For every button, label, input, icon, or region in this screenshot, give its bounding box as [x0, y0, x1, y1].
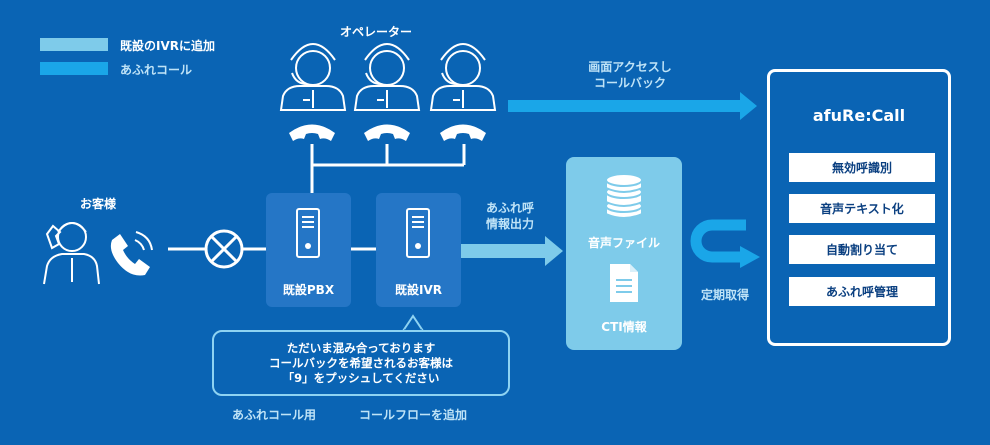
handset-icon [364, 124, 410, 141]
operator-icon [279, 43, 347, 111]
bubble-line: 「9」をプッシュしてください [282, 370, 440, 385]
cti-info-label: CTI情報 [601, 320, 647, 334]
periodic-fetch-label: 定期取得 [700, 288, 749, 302]
footer-caption-right: コールフローを追加 [359, 408, 468, 422]
ivr-label: 既設IVR [395, 283, 442, 297]
feature-speech-to-text: 音声テキスト化 [789, 194, 935, 223]
files-box: 音声ファイル CTI情報 [566, 157, 682, 350]
blocked-circle-icon [204, 229, 244, 269]
screen-access-label: 画面アクセスし コールバック [588, 60, 672, 90]
server-icon [296, 208, 320, 258]
customer-title: お客様 [80, 197, 117, 211]
bubble-pointer [401, 314, 425, 332]
operator-icon [353, 43, 421, 111]
pbx-label: 既設PBX [282, 283, 335, 297]
customer-icon [43, 222, 100, 285]
ivr-box: 既設IVR [376, 193, 461, 307]
bubble-line: ただいま混み合っております [286, 340, 436, 355]
pbx-box: 既設PBX [266, 193, 351, 307]
legend-label-overflow: あふれコール [120, 63, 193, 77]
legend-swatch-overflow [40, 62, 108, 75]
legend-label-ivr: 既設のIVRに追加 [120, 39, 215, 53]
audio-file-label: 音声ファイル [587, 236, 660, 250]
feature-overflow-manage: あふれ呼管理 [789, 277, 935, 306]
handset-icon [440, 124, 486, 141]
server-icon [406, 208, 430, 258]
app-title: afuRe:Call [812, 106, 906, 125]
document-icon [610, 264, 638, 302]
screen-access-arrow [508, 92, 757, 120]
bubble-line: コールバックを希望されるお客様は [269, 355, 453, 370]
feature-invalid-call: 無効呼識別 [789, 153, 935, 182]
ivr-message-bubble: ただいま混み合っております コールバックを希望されるお客様は 「9」をプッシュし… [212, 330, 510, 396]
overflow-output-arrow [459, 236, 563, 266]
legend-swatch-ivr [40, 38, 108, 51]
periodic-fetch-arrow [690, 219, 760, 268]
operators-title: オペレーター [340, 25, 413, 39]
footer-caption-left: あふれコール用 [232, 408, 317, 422]
operator-icon [429, 43, 497, 111]
database-icon [605, 173, 643, 219]
overflow-output-label: あふれ呼 情報出力 [485, 201, 534, 231]
ringing-phone-icon [110, 231, 153, 276]
handset-icon [289, 124, 335, 141]
feature-auto-assign: 自動割り当て [789, 235, 935, 264]
afurecall-app-box: afuRe:Call 無効呼識別 音声テキスト化 自動割り当て あふれ呼管理 [767, 69, 951, 346]
